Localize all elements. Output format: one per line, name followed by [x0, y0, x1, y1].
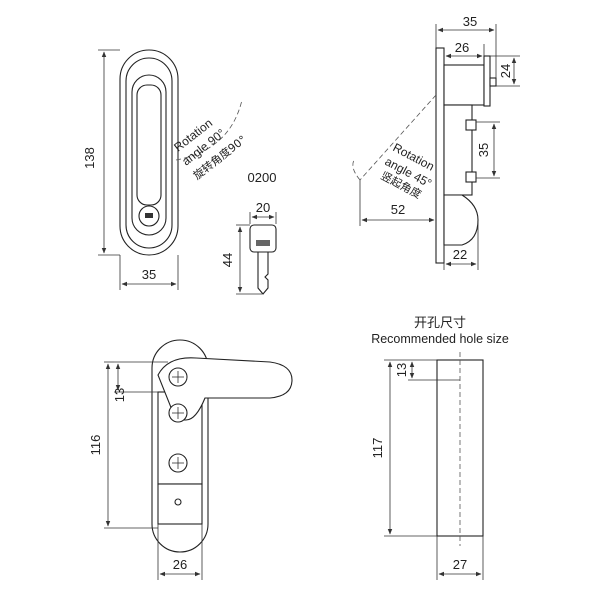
product-code: 0200 — [248, 170, 277, 185]
dim-key-height: 44 — [220, 253, 235, 267]
dim-side-lower-width: 22 — [453, 247, 467, 262]
rotation-arc — [175, 99, 243, 161]
side-upper-block — [443, 64, 485, 106]
dim-side-depth: 52 — [391, 202, 405, 217]
side-rotation-path — [359, 94, 437, 181]
dim-side-upper-width: 26 — [455, 40, 469, 55]
screw-bottom-icon — [168, 453, 188, 473]
side-base-plate — [435, 47, 445, 264]
dim-hole-width: 27 — [453, 557, 467, 572]
side-cap — [483, 55, 491, 107]
side-screw-bottom — [465, 171, 477, 183]
hole-title-cn: 开孔尺寸 — [414, 316, 466, 331]
key-head-grip — [256, 240, 270, 246]
screw-top-icon — [168, 367, 188, 387]
dim-handle-top-offset: 13 — [112, 388, 127, 402]
key-blade — [257, 251, 269, 295]
key-view: 20 44 — [220, 200, 277, 295]
front-handle — [136, 84, 162, 206]
dim-front-height: 138 — [82, 147, 97, 169]
keyhole-icon — [145, 213, 153, 218]
dim-side-spacing: 35 — [476, 143, 491, 157]
front-view: 138 35 Rotation angle 90° 旋转角度90° — [82, 49, 249, 290]
dim-front-width: 35 — [142, 267, 156, 282]
dim-side-top-width: 35 — [463, 14, 477, 29]
dim-hole-height: 117 — [370, 438, 385, 459]
side-cap-tab — [489, 77, 497, 87]
dim-hole-top-offset: 13 — [394, 363, 409, 377]
handle-keyhole-icon — [174, 498, 182, 506]
side-view: Rotation angle 45° 竖起角度 35 26 24 35 52 2… — [352, 14, 520, 270]
screw-middle-icon — [168, 403, 188, 423]
handle-view: 13 116 26 — [88, 339, 293, 580]
dim-key-width: 20 — [256, 200, 270, 215]
side-screw-top — [465, 119, 477, 131]
side-lower-lump — [443, 194, 479, 246]
dim-handle-width: 26 — [173, 557, 187, 572]
hole-title: Recommended hole size — [371, 332, 509, 346]
hole-view: 开孔尺寸 Recommended hole size 13 117 27 — [370, 316, 509, 580]
key-head — [249, 224, 277, 253]
side-rotation-arc — [352, 159, 361, 181]
dim-side-cap-height: 24 — [498, 64, 513, 78]
dim-handle-height: 116 — [88, 435, 103, 456]
handle-lever — [157, 357, 293, 421]
